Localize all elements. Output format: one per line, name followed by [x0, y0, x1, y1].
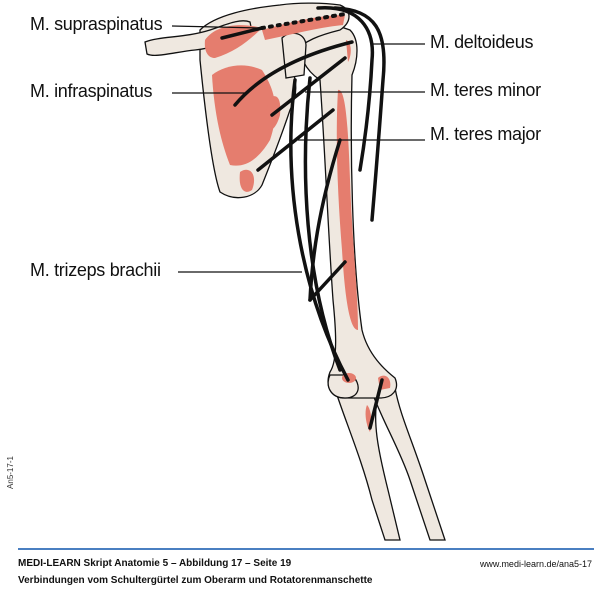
- figure-code: An5-17-1: [5, 456, 15, 489]
- footer-title: MEDI-LEARN Skript Anatomie 5 – Abbildung…: [18, 558, 292, 569]
- label-infraspinatus: M. infraspinatus: [30, 81, 153, 101]
- label-teres-major: M. teres major: [430, 124, 541, 144]
- label-teres-minor: M. teres minor: [430, 80, 541, 100]
- footer-url[interactable]: www.medi-learn.de/ana5-17: [479, 559, 592, 569]
- footer-divider: [18, 548, 594, 550]
- label-supraspinatus: M. supraspinatus: [30, 14, 163, 34]
- footer-caption: Verbindungen vom Schultergürtel zum Ober…: [18, 575, 373, 586]
- label-deltoideus: M. deltoideus: [430, 32, 534, 52]
- label-trizeps-brachii: M. trizeps brachii: [30, 260, 161, 280]
- leader-lines: [171, 25, 425, 273]
- muscle-attachments: [204, 15, 391, 432]
- ulna: [335, 391, 401, 541]
- radius: [371, 387, 446, 541]
- muscle-lines: [220, 6, 386, 430]
- coracoid: [281, 32, 307, 79]
